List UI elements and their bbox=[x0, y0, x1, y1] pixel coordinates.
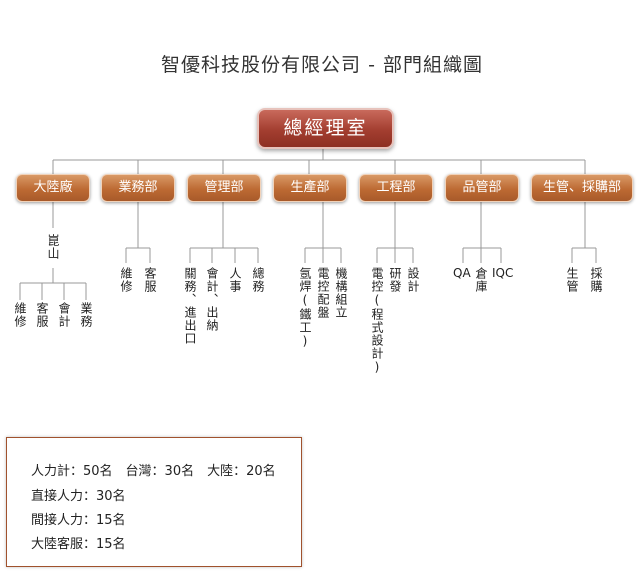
unit-factory-repair: 維修 bbox=[13, 302, 27, 328]
dept-engineering: 工程部 bbox=[359, 174, 433, 202]
unit-eng-design: 設計 bbox=[406, 267, 420, 293]
headcount-indirect: 間接人力：15名 bbox=[31, 513, 126, 528]
headcount-direct: 直接人力：30名 bbox=[31, 489, 126, 504]
unit-production-planning: 生管 bbox=[565, 267, 579, 293]
dept-production: 生產部 bbox=[273, 174, 347, 202]
headcount-mainland-service: 大陸客服：15名 bbox=[31, 537, 126, 552]
unit-admin-customs: 關務、進出口 bbox=[183, 267, 197, 345]
dept-admin: 管理部 bbox=[187, 174, 261, 202]
dept-quality: 品管部 bbox=[445, 174, 519, 202]
dept-planning-purchasing: 生管、採購部 bbox=[531, 174, 633, 202]
general-manager-box: 總經理室 bbox=[257, 108, 394, 149]
unit-iqc: IQC bbox=[492, 266, 514, 280]
unit-sales-repair: 維修 bbox=[119, 267, 133, 293]
headcount-info-box: 人力計：50名 台灣：30名 大陸：20名 直接人力：30名 間接人力：15名 … bbox=[6, 437, 302, 567]
unit-sales-service: 客服 bbox=[143, 267, 157, 293]
unit-admin-hr: 人事 bbox=[228, 267, 242, 293]
unit-eng-rnd: 研發 bbox=[388, 267, 402, 293]
page-title: 智優科技股份有限公司 - 部門組織圖 bbox=[161, 54, 483, 76]
unit-prod-assembly: 機構組立 bbox=[334, 267, 348, 319]
unit-factory-sales: 業務 bbox=[79, 302, 93, 328]
dept-sales: 業務部 bbox=[101, 174, 175, 202]
unit-prod-welding: 氬焊(鐵工) bbox=[298, 267, 312, 349]
unit-admin-general-affairs: 總務 bbox=[251, 267, 265, 293]
unit-factory-service: 客服 bbox=[35, 302, 49, 328]
dept-mainland-factory: 大陸廠 bbox=[16, 174, 90, 202]
unit-purchasing: 採購 bbox=[589, 267, 603, 293]
unit-factory-accounting: 會計 bbox=[57, 302, 71, 328]
unit-eng-control-programming: 電控(程式設計) bbox=[370, 267, 384, 375]
unit-qa: QA bbox=[453, 266, 471, 280]
unit-kunshan: 崑山 bbox=[46, 234, 60, 260]
unit-warehouse: 倉庫 bbox=[474, 267, 488, 293]
unit-admin-accounting: 會計、出納 bbox=[205, 267, 219, 332]
unit-prod-electrical-panel: 電控配盤 bbox=[316, 267, 330, 319]
headcount-total: 人力計：50名 台灣：30名 大陸：20名 bbox=[31, 464, 276, 479]
